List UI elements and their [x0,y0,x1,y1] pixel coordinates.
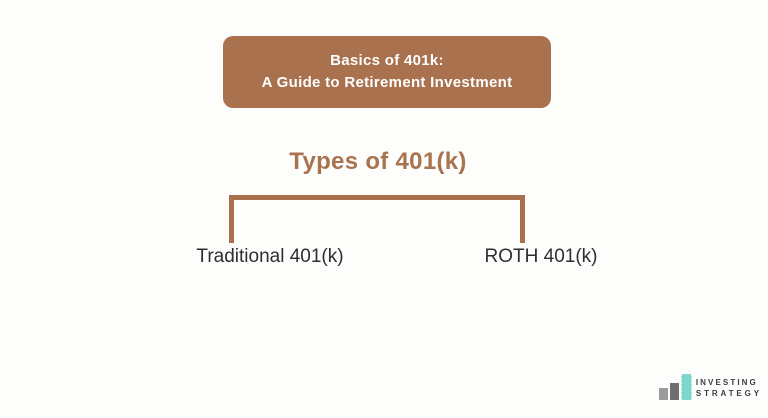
title-banner: Basics of 401k: A Guide to Retirement In… [223,36,551,108]
logo-wordmark: INVESTING STRATEGY [696,377,762,399]
bar-chart-icon-bar-medium [669,383,679,400]
tree-bracket-connector [229,195,525,243]
section-title: Types of 401(k) [289,148,467,175]
bar-chart-icon-bar-tall [680,374,692,400]
node-roth-401k: ROTH 401(k) [484,246,598,267]
bar-chart-icon [658,374,692,400]
node-traditional-401k: Traditional 401(k) [196,246,344,267]
banner-title-line1: Basics of 401k: [330,52,444,69]
investing-strategy-logo: INVESTING STRATEGY [658,374,762,400]
banner-title-line2: A Guide to Retirement Investment [261,74,513,91]
bar-chart-icon-bar-small [658,388,668,400]
logo-text-line1: INVESTING [695,378,758,387]
logo-text-line2: STRATEGY [695,389,762,398]
